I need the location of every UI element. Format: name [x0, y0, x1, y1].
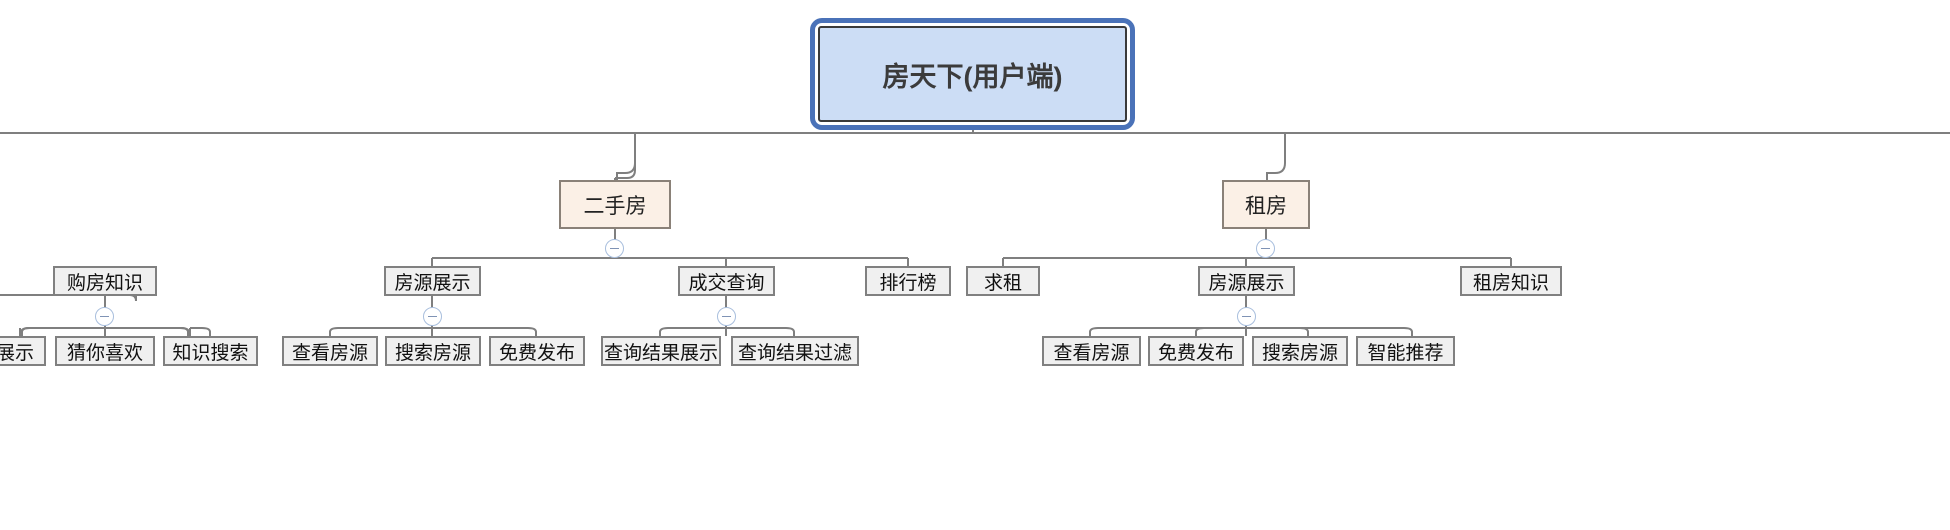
- leaf-node-zhanshi[interactable]: 展示: [0, 336, 46, 366]
- leaf-node-mianfeifabu-zufang[interactable]: 免费发布: [1148, 336, 1244, 366]
- leaf-node-sousuofangyuan-zufang[interactable]: 搜索房源: [1252, 336, 1348, 366]
- category-node-chengjiaochaxun[interactable]: 成交查询: [678, 266, 775, 296]
- leaf-node-sousuofangyuan-ershoufang[interactable]: 搜索房源: [385, 336, 481, 366]
- collapse-toggle-fangyuanzhanshi-zufang[interactable]: [1237, 307, 1256, 326]
- leaf-node-zhinengtuijian[interactable]: 智能推荐: [1356, 336, 1455, 366]
- collapse-toggle-fangyuanzhanshi-ershoufang[interactable]: [423, 307, 442, 326]
- minus-icon: [610, 247, 619, 250]
- category-node-fangyuanzhanshi-zufang[interactable]: 房源展示: [1198, 266, 1295, 296]
- category-node-zufangzhishi[interactable]: 租房知识: [1460, 266, 1562, 296]
- branch-node-ershoufang[interactable]: 二手房: [559, 180, 671, 229]
- leaf-node-cainixihuan[interactable]: 猜你喜欢: [55, 336, 155, 366]
- category-node-goufangzhishi[interactable]: 购房知识: [53, 266, 157, 296]
- minus-icon: [1242, 315, 1251, 318]
- leaf-node-chakanfangyuan-zufang[interactable]: 查看房源: [1042, 336, 1141, 366]
- collapse-toggle-zufang[interactable]: [1256, 239, 1275, 258]
- root-node-fangtianxia[interactable]: 房天下(用户端): [818, 26, 1127, 122]
- leaf-node-chaxunjieguoguolv[interactable]: 查询结果过滤: [731, 336, 859, 366]
- leaf-node-chakanfangyuan-ershoufang[interactable]: 查看房源: [282, 336, 378, 366]
- branch-node-zufang[interactable]: 租房: [1222, 180, 1310, 229]
- collapse-toggle-chengjiaochaxun[interactable]: [717, 307, 736, 326]
- category-node-fangyuanzhanshi-ershoufang[interactable]: 房源展示: [384, 266, 481, 296]
- leaf-node-chaxunjieguozhanshi[interactable]: 查询结果展示: [601, 336, 721, 366]
- minus-icon: [428, 315, 437, 318]
- leaf-node-zhishisousuo[interactable]: 知识搜索: [163, 336, 258, 366]
- category-node-paihangbang[interactable]: 排行榜: [865, 266, 951, 296]
- collapse-toggle-goufangzhishi[interactable]: [95, 307, 114, 326]
- minus-icon: [100, 315, 109, 318]
- minus-icon: [1261, 247, 1270, 250]
- category-node-qiuzu[interactable]: 求租: [966, 266, 1040, 296]
- leaf-node-mianfeifabu-ershoufang[interactable]: 免费发布: [489, 336, 585, 366]
- minus-icon: [722, 315, 731, 318]
- collapse-toggle-ershoufang[interactable]: [605, 239, 624, 258]
